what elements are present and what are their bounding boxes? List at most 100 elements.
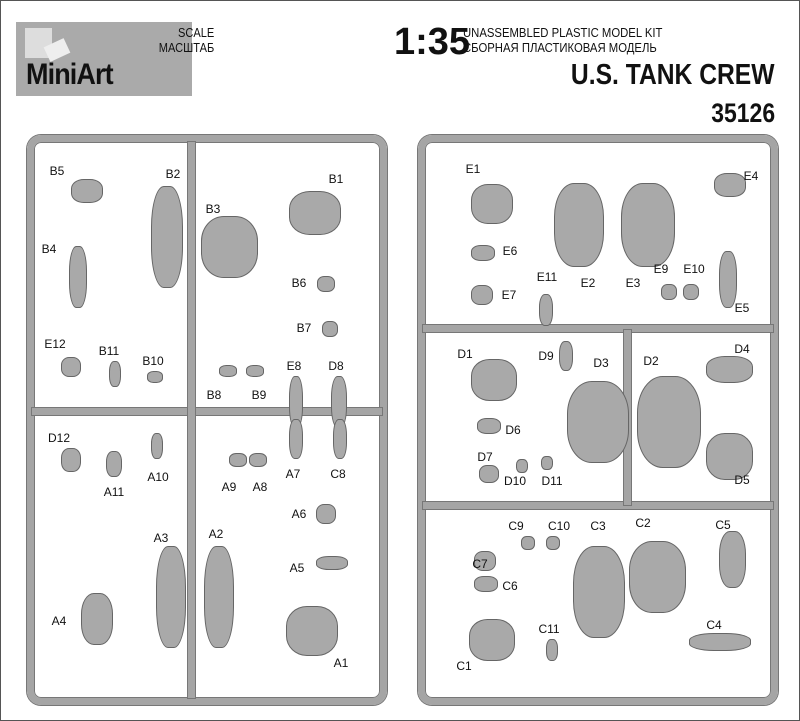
part-label: C4: [706, 618, 722, 632]
part-d10: [516, 459, 528, 473]
sprue-frame-right: [418, 135, 778, 705]
part-label: E8: [286, 359, 302, 373]
part-c1: [469, 619, 515, 661]
part-e10: [683, 284, 699, 300]
part-label: A4: [51, 614, 67, 628]
part-label: B8: [206, 388, 222, 402]
part-label: A9: [221, 480, 237, 494]
part-d3: [567, 381, 629, 463]
part-label: A5: [289, 561, 305, 575]
part-e5: [719, 251, 737, 308]
part-label: D4: [734, 342, 750, 356]
part-label: B11: [98, 344, 120, 358]
part-label: A7: [285, 467, 301, 481]
part-label: A3: [153, 531, 169, 545]
part-label: A8: [252, 480, 268, 494]
part-a11: [106, 451, 122, 477]
part-label: E9: [653, 262, 669, 276]
part-label: C11: [538, 622, 560, 636]
part-a4: [81, 593, 113, 645]
part-label: B7: [296, 321, 312, 335]
part-b7: [322, 321, 338, 337]
part-c3: [573, 546, 625, 638]
runner: [422, 324, 774, 333]
part-label: A10: [147, 470, 169, 484]
part-a7: [289, 419, 303, 459]
part-label: D5: [734, 473, 750, 487]
part-label: D1: [457, 347, 473, 361]
sprue-frame-left: [27, 135, 387, 705]
part-a5: [316, 556, 348, 570]
part-d12: [61, 448, 81, 472]
part-e3: [621, 183, 675, 267]
part-label: E7: [501, 288, 517, 302]
scale-value: 1:35: [394, 21, 471, 63]
part-label: D7: [477, 450, 493, 464]
runner: [422, 501, 774, 510]
part-label: D11: [541, 474, 563, 488]
part-label: C6: [502, 579, 518, 593]
part-b9: [246, 365, 264, 377]
part-label: D2: [643, 354, 659, 368]
part-b5: [71, 179, 103, 203]
part-e1: [471, 184, 513, 224]
runner: [31, 407, 383, 416]
part-e4: [714, 173, 746, 197]
part-b10: [147, 371, 163, 383]
part-label: C1: [456, 659, 472, 673]
part-e9: [661, 284, 677, 300]
part-b3: [201, 216, 258, 278]
part-label: D12: [47, 431, 71, 445]
part-e12: [61, 357, 81, 377]
part-label: C7: [472, 557, 488, 571]
part-b11: [109, 361, 121, 387]
part-a8: [249, 453, 267, 467]
part-label: E4: [743, 169, 759, 183]
part-label: C3: [590, 519, 606, 533]
part-label: C10: [547, 519, 571, 533]
part-b4: [69, 246, 87, 308]
part-label: E5: [734, 301, 750, 315]
part-a1: [286, 606, 338, 656]
part-label: D9: [538, 349, 554, 363]
part-label: A11: [103, 485, 125, 499]
part-c2: [629, 541, 686, 613]
part-label: B4: [41, 242, 57, 256]
part-label: D3: [593, 356, 609, 370]
part-d9: [559, 341, 573, 371]
part-label: E2: [580, 276, 596, 290]
part-label: B9: [251, 388, 267, 402]
part-c6: [474, 576, 498, 592]
part-c10: [546, 536, 560, 550]
part-e6: [471, 245, 495, 261]
part-c11: [546, 639, 558, 661]
part-c5: [719, 531, 746, 588]
part-c4: [689, 633, 751, 651]
part-e2: [554, 183, 604, 267]
part-label: E11: [536, 270, 558, 284]
part-d6: [477, 418, 501, 434]
part-label: B10: [142, 354, 164, 368]
part-label: A2: [208, 527, 224, 541]
part-label: D6: [505, 423, 521, 437]
part-label: D10: [503, 474, 527, 488]
part-label: B2: [165, 167, 181, 181]
part-c9: [521, 536, 535, 550]
part-e11: [539, 294, 553, 326]
part-label: E1: [465, 162, 481, 176]
part-e7: [471, 285, 493, 305]
part-b2: [151, 186, 183, 288]
part-label: A1: [333, 656, 349, 670]
part-d2: [637, 376, 701, 468]
part-a10: [151, 433, 163, 459]
part-d4: [706, 356, 753, 383]
part-d11: [541, 456, 553, 470]
part-label: A6: [291, 507, 307, 521]
kit-number: 35126: [711, 98, 775, 128]
miniart-logo: MiniArt: [16, 22, 192, 96]
part-a2: [204, 546, 234, 648]
part-a6: [316, 504, 336, 524]
runner: [187, 141, 196, 699]
